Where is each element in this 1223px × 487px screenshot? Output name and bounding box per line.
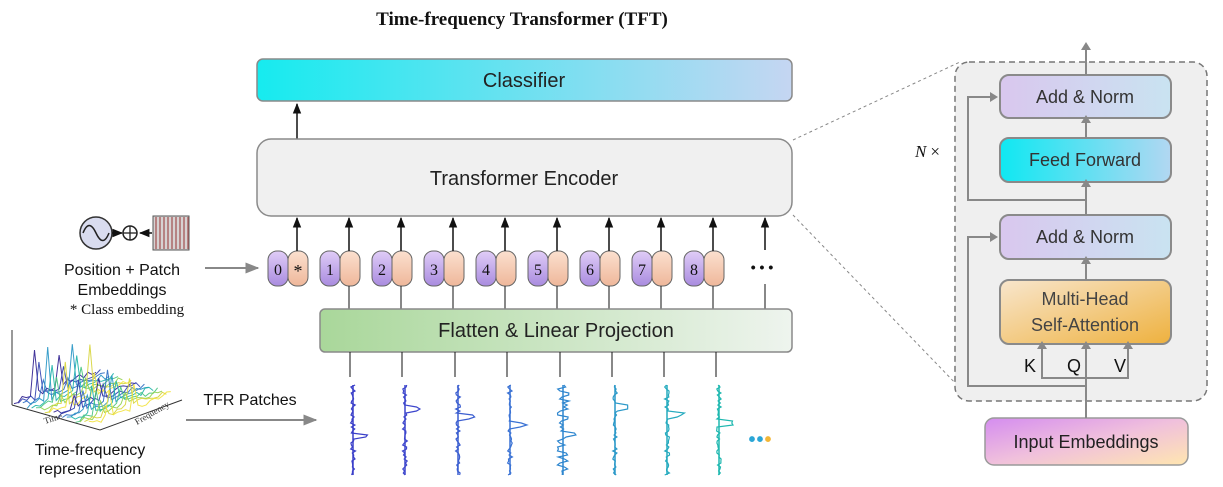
token-index-label: 7 — [638, 262, 646, 279]
transformer-encoder-box — [256, 138, 793, 217]
token-7: 7 — [631, 216, 673, 309]
tfr-patch-signals — [349, 352, 734, 476]
patch-signal — [506, 352, 529, 476]
token-8: 8 — [683, 216, 725, 309]
token-index-label: 1 — [326, 262, 334, 279]
tfr-patches-label: TFR Patches — [203, 392, 296, 409]
patch-ellipsis: ••• — [748, 429, 771, 451]
flatten-projection-label: Flatten & Linear Projection — [438, 320, 674, 342]
classifier-label: Classifier — [483, 70, 566, 92]
token-ellipsis: • • • — [751, 259, 774, 275]
tfr-label-line2: representation — [39, 461, 141, 478]
token-patch-part — [287, 250, 309, 287]
detail-flow-lines — [967, 48, 1129, 418]
tfr-spectrum-line — [57, 379, 141, 419]
token-patch-part — [495, 250, 517, 287]
patch-waveform — [555, 384, 577, 476]
class-token-marker: * — [294, 261, 303, 281]
patch-signal — [611, 352, 629, 476]
class-embedding-note: * Class embedding — [70, 302, 185, 318]
tfr-spectrum-line — [79, 390, 163, 423]
detail-flow-arrowheads — [990, 42, 1133, 349]
token-0: 0* — [267, 216, 309, 287]
classifier-box — [256, 58, 793, 102]
position-embedding-icon — [79, 215, 190, 251]
token-index-label: 8 — [690, 262, 698, 279]
tfr-spectrum-line — [22, 372, 105, 405]
patch-signal — [401, 352, 422, 476]
token-patch-part — [703, 250, 725, 287]
add-norm-top-label: Add & Norm — [1036, 87, 1134, 107]
tfr-spectrum-line — [88, 384, 171, 423]
token-patch-part — [339, 250, 361, 287]
add-norm-bottom-label: Add & Norm — [1036, 227, 1134, 247]
tfr-spectrum-line — [31, 355, 115, 409]
time-frequency-plot — [11, 330, 183, 431]
embedding-label-line2: Embeddings — [78, 282, 167, 299]
token-patch-part — [443, 250, 465, 287]
patch-signal — [555, 352, 577, 476]
token-patch-part — [391, 250, 413, 287]
n-times-label: N× — [914, 142, 940, 161]
token-2: 2 — [371, 216, 413, 309]
token-index-label: 5 — [534, 262, 542, 279]
patch-signal — [715, 352, 734, 476]
patch-signal — [663, 352, 687, 476]
detail-connector-bottom — [792, 214, 961, 389]
mha-label-line2: Self-Attention — [1031, 315, 1139, 335]
k-label: K — [1024, 356, 1036, 376]
token-3: 3 — [423, 216, 465, 309]
token-index-label: 6 — [586, 262, 594, 279]
patch-signal — [454, 352, 476, 476]
token-patch-part — [651, 250, 673, 287]
token-6: 6 — [579, 216, 621, 309]
tfr-base-axes — [11, 399, 183, 431]
token-index-label: 4 — [482, 262, 490, 279]
q-label: Q — [1067, 356, 1081, 376]
tfr-axis-frequency: Frequency — [133, 399, 171, 427]
transformer-encoder-label: Transformer Encoder — [430, 168, 619, 190]
embedding-label-line1: Position + Patch — [64, 262, 180, 279]
flatten-projection-box — [319, 308, 793, 353]
token-index-label: 0 — [274, 262, 282, 279]
token-4: 4 — [475, 216, 517, 309]
token-index-label: 3 — [430, 262, 438, 279]
tfr-spectrum-line — [84, 378, 167, 423]
diagram-title: Time-frequency Transformer (TFT) — [376, 9, 668, 30]
input-embeddings-label: Input Embeddings — [1013, 432, 1158, 452]
feed-forward-label: Feed Forward — [1029, 150, 1141, 170]
token-patch-part — [599, 250, 621, 287]
token-5: 5 — [527, 216, 569, 309]
tfr-spectrum-line — [75, 385, 158, 423]
token-patch-part — [547, 250, 569, 287]
tfr-spectrum-line — [62, 369, 145, 418]
tfr-label-line1: Time-frequency — [35, 442, 146, 459]
patch-grid-icon — [152, 215, 190, 251]
detail-connector-top — [792, 61, 961, 141]
mha-label-line1: Multi-Head — [1041, 289, 1128, 309]
patch-signal — [349, 352, 369, 476]
token-1: 1 — [319, 216, 361, 309]
token-index-label: 2 — [378, 262, 386, 279]
v-label: V — [1114, 356, 1126, 376]
